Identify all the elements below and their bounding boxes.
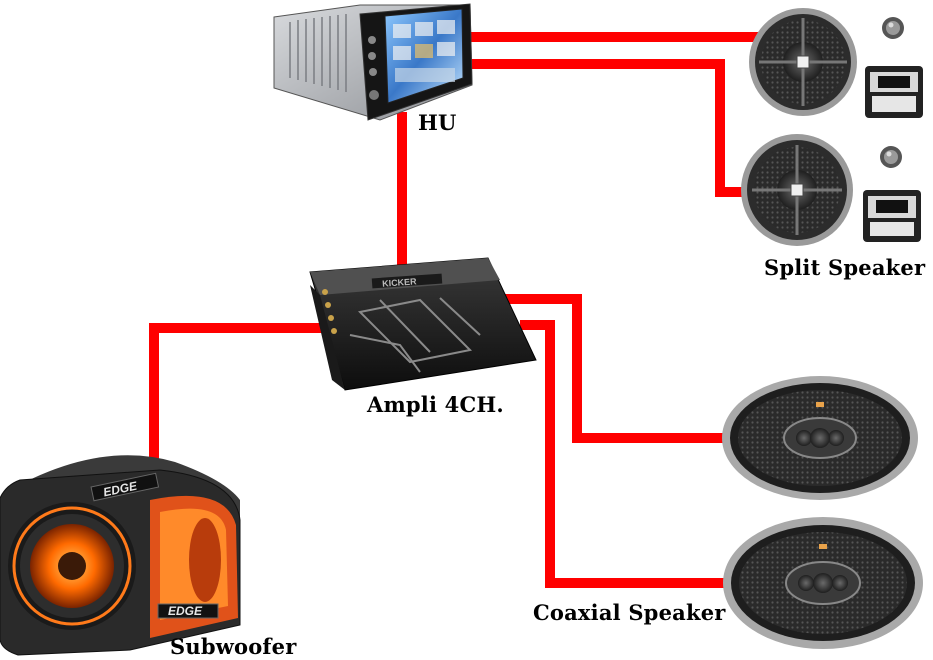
coaxial-speaker-top [722,376,918,500]
amplifier-device: KICKER [309,257,537,391]
head-unit-device [273,3,473,121]
coaxial-speaker-label: Coaxial Speaker [533,600,726,625]
wire-amp-to-coaxial-top [500,294,726,443]
head-unit-label: HU [418,110,457,135]
coaxial-speaker-bottom [723,517,923,649]
split-speaker-set-top [749,8,923,118]
amplifier-label: Ampli 4CH. [367,392,504,417]
subwoofer-device: EDGE EDGE [0,455,241,656]
split-speaker-set-bottom [741,134,921,246]
wires [149,32,760,588]
subwoofer-front-logo: EDGE [168,604,203,618]
wire-amp-to-coaxial-bottom [520,320,728,588]
amplifier-logo: KICKER [382,276,418,288]
subwoofer-label: Subwoofer [170,634,297,659]
wire-hu-to-split-speaker-bottom [462,59,748,197]
wire-amp-to-subwoofer [149,323,322,470]
split-speaker-label: Split Speaker [764,255,926,280]
